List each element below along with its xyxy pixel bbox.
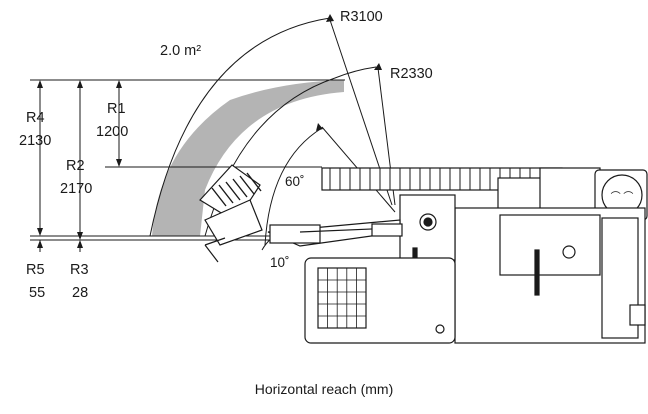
angle-10-label: 10˚ — [270, 255, 290, 270]
r2-value: 2170 — [60, 181, 92, 197]
r1-name: R1 — [107, 101, 126, 117]
r3-value: 28 — [72, 285, 88, 301]
r4-name: R4 — [26, 110, 45, 126]
coverage-area — [152, 80, 344, 236]
r3-name: R3 — [70, 262, 89, 278]
arc-r3100 — [149, 17, 331, 237]
caption: Horizontal reach (mm) — [254, 381, 394, 397]
arc-inner — [264, 127, 323, 246]
angle-60-label: 60˚ — [285, 174, 305, 189]
r2330-label: R2330 — [390, 66, 433, 82]
r5-name: R5 — [26, 262, 45, 278]
r1-value: 1200 — [96, 124, 128, 140]
area-label: 2.0 m² — [160, 43, 201, 59]
machine-illustration: ⌒ ⌒ — [199, 164, 648, 344]
r5-value: 55 — [29, 285, 45, 301]
r4-value: 2130 — [19, 133, 51, 149]
r2-name: R2 — [66, 158, 85, 174]
svg-text:⌒ ⌒: ⌒ ⌒ — [611, 191, 634, 203]
r3100-label: R3100 — [340, 9, 383, 25]
